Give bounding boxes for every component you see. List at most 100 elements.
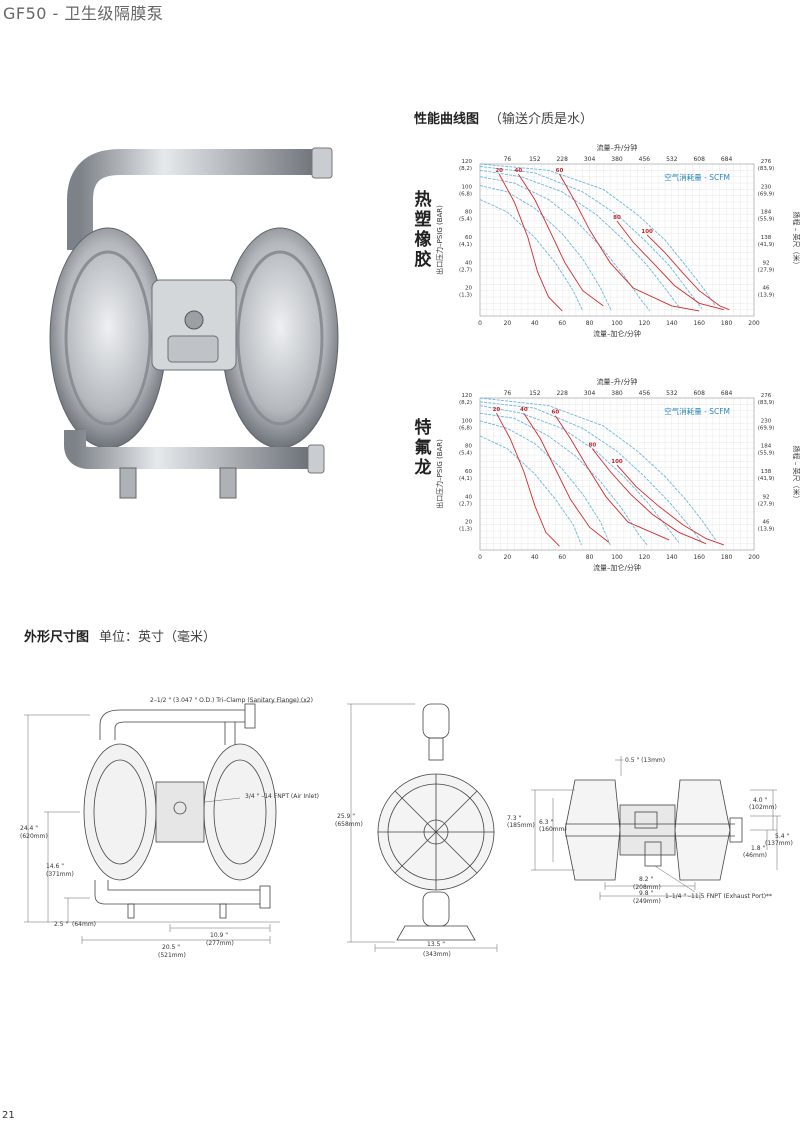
performance-curve [479, 163, 716, 307]
top-tick-label: 304 [584, 156, 596, 163]
top-tick-label: 608 [693, 156, 705, 163]
air-consumption-curve [496, 412, 560, 547]
material-label-tpe: 热塑橡胶 [412, 190, 434, 270]
dim-top-r2: 5.4 " [775, 833, 789, 840]
top-tick-label: 228 [556, 390, 568, 397]
top-tick-label: 304 [584, 390, 596, 397]
legend-label: 空气消耗量 - SCFM [664, 406, 730, 416]
y-tick-sublabel: (1,3) [459, 527, 472, 533]
y2-tick-sublabel: (41,9) [758, 476, 775, 482]
x-tick-label: 200 [748, 554, 760, 561]
top-tick-label: 76 [504, 390, 512, 397]
top-tick-label: 380 [611, 156, 623, 163]
y-tick-label: 20 [465, 520, 472, 526]
dimensions-unit: 单位：英寸（毫米） [99, 630, 217, 645]
air-consumption-curve [523, 412, 610, 543]
air-series-label: 80 [589, 443, 597, 449]
air-consumption-curve [646, 234, 730, 311]
x-tick-label: 200 [748, 320, 760, 327]
dim-front-width-inner: 10.9 " [210, 932, 228, 939]
x-tick-label: 0 [478, 554, 482, 561]
air-series-label: 100 [611, 459, 623, 465]
y2-tick-label: 276 [761, 393, 772, 399]
pump-photo [49, 147, 339, 499]
y-axis-label-left: 出口压力–PSIG (BAR) [435, 205, 444, 275]
top-axis-label: 流量–升/分钟 [597, 143, 638, 152]
dim-front-height-mid: 14.6 " [46, 863, 64, 870]
performance-curve [479, 169, 681, 309]
top-tick-label: 456 [639, 390, 651, 397]
x-tick-label: 180 [721, 320, 733, 327]
air-series-label: 40 [515, 168, 523, 174]
y-tick-sublabel: (6,8) [459, 191, 472, 197]
dim-top-r2-mm: (137mm) [765, 840, 793, 847]
y2-tick-sublabel: (27,9) [758, 501, 775, 507]
top-tick-label: 152 [529, 156, 541, 163]
dim-top-left1-mm: (185mm) [507, 822, 535, 829]
y2-tick-label: 92 [763, 494, 770, 500]
x-tick-label: 140 [666, 320, 678, 327]
dim-top-left2: 6.3 " [539, 819, 553, 826]
dim-front-height-mid-mm: (371mm) [46, 871, 74, 878]
air-series-label: 80 [613, 215, 621, 221]
dim-side-height-total: 25.9 " [337, 813, 355, 820]
top-tick-label: 532 [666, 156, 678, 163]
y-tick-label: 120 [462, 159, 473, 165]
top-tick-label: 608 [693, 390, 705, 397]
y-tick-label: 20 [465, 286, 472, 292]
performance-curve [479, 185, 612, 312]
material-label-ptfe: 特氟龙 [412, 418, 434, 478]
y2-tick-sublabel: (69,9) [758, 191, 775, 197]
dim-top-b1: 8.2 " [639, 876, 653, 883]
top-tick-label: 76 [504, 156, 512, 163]
x-tick-label: 140 [666, 554, 678, 561]
dim-front-height-total-mm: (620mm) [20, 833, 48, 840]
performance-curve [479, 397, 716, 541]
performance-subtitle: （输送介质是水） [489, 112, 594, 127]
dim-top-r3-mm: (46mm) [743, 852, 767, 859]
y-tick-label: 120 [462, 393, 473, 399]
top-axis-label: 流量–升/分钟 [597, 377, 638, 386]
x-axis-label: 流量–加仑/分钟 [593, 329, 641, 338]
material-char: 胶 [414, 250, 432, 270]
performance-curve [479, 401, 703, 543]
y-tick-label: 60 [465, 469, 472, 475]
material-char: 橡 [414, 230, 432, 250]
dimension-drawing-front: 2–1/2 " (3.047 " O.D.) Tri–Clamp (Sanita… [20, 697, 319, 959]
y-tick-sublabel: (2,7) [459, 501, 472, 507]
dim-front-width-inner-mm: (277mm) [206, 940, 234, 947]
y2-tick-label: 184 [761, 210, 772, 216]
air-consumption-curve [498, 173, 563, 312]
legend-label: 空气消耗量 - SCFM [664, 172, 730, 182]
top-tick-label: 684 [721, 390, 733, 397]
top-tick-label: 532 [666, 390, 678, 397]
y-tick-sublabel: (4,1) [459, 242, 472, 248]
y-tick-label: 100 [462, 418, 473, 424]
y-tick-sublabel: (5,4) [459, 217, 472, 223]
top-tick-label: 152 [529, 390, 541, 397]
dim-front-width-total-mm: (521mm) [158, 952, 186, 959]
x-axis-label: 流量–加仑/分钟 [593, 563, 641, 572]
y2-tick-sublabel: (55,9) [758, 451, 775, 457]
y2-tick-sublabel: (27,9) [758, 267, 775, 273]
y2-tick-label: 230 [761, 418, 772, 424]
air-consumption-curve [616, 464, 725, 546]
top-tick-label: 380 [611, 390, 623, 397]
air-series-label: 60 [556, 168, 564, 174]
dimensions-title: 外形尺寸图 [24, 630, 90, 645]
dim-top-r3: 1.8 " [751, 845, 765, 852]
y-tick-sublabel: (1,3) [459, 293, 472, 299]
y2-tick-label: 184 [761, 444, 772, 450]
y-tick-label: 80 [465, 444, 472, 450]
air-series-label: 20 [495, 168, 503, 174]
y2-tick-label: 138 [761, 469, 772, 475]
x-tick-label: 120 [639, 320, 651, 327]
top-tick-label: 228 [556, 156, 568, 163]
x-tick-label: 0 [478, 320, 482, 327]
x-tick-label: 180 [721, 554, 733, 561]
plot-frame [479, 163, 755, 317]
y-tick-label: 100 [462, 184, 473, 190]
material-char: 热 [414, 190, 432, 210]
